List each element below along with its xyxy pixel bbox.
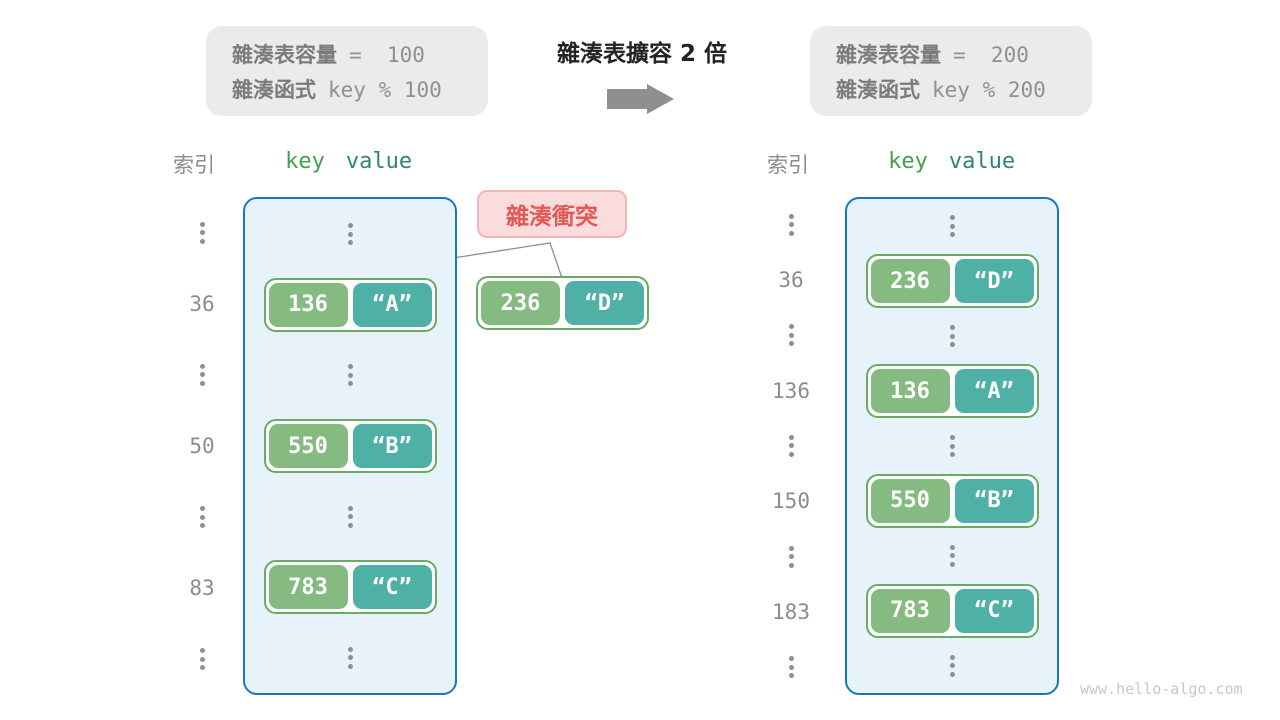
key-value-pair: 783 “C” — [263, 560, 437, 615]
capacity-line: 雜湊表容量 = 100 — [232, 39, 488, 69]
key-cell: 236 — [481, 281, 560, 325]
value-cell: “C” — [352, 565, 432, 610]
index-label: 83 — [189, 576, 215, 601]
arrow-head — [647, 84, 674, 114]
ellipsis-icon — [949, 435, 955, 457]
hash-table-after: 236 “D” 136 “A” 550 “B” 783 “C” — [845, 197, 1059, 695]
ellipsis-icon — [949, 654, 955, 677]
ellipsis-icon — [949, 544, 955, 567]
value-cell: “D” — [954, 259, 1034, 304]
ellipsis-icon — [347, 223, 353, 246]
hash-function-value: key % 200 — [932, 77, 1046, 102]
index-label: 36 — [189, 291, 215, 316]
capacity-panel-before: 雜湊表容量 = 100 雜湊函式 key % 100 — [206, 26, 488, 116]
key-value-pair: 236 “D” — [865, 254, 1039, 309]
right-index-header: 索引 — [767, 153, 809, 177]
value-cell: “B” — [352, 424, 432, 469]
left-index-header: 索引 — [173, 153, 215, 177]
key-cell: 236 — [870, 259, 950, 304]
right-key-header: key — [888, 149, 928, 174]
capacity-label: 雜湊表容量 — [836, 42, 941, 67]
ellipsis-icon — [788, 213, 794, 236]
capacity-label: 雜湊表容量 — [232, 42, 337, 67]
key-cell: 550 — [870, 478, 950, 523]
left-value-header: value — [345, 149, 413, 174]
ellipsis-icon — [949, 215, 955, 238]
index-label: 150 — [772, 489, 810, 514]
ellipsis-icon — [199, 506, 205, 529]
index-label: 50 — [189, 433, 215, 458]
capacity-line: 雜湊表容量 = 200 — [836, 39, 1092, 69]
ellipsis-icon — [199, 363, 205, 386]
value-cell: “C” — [954, 588, 1034, 633]
capacity-value: = 100 — [349, 42, 425, 67]
ellipsis-icon — [788, 656, 794, 679]
hash-function-label: 雜湊函式 — [232, 77, 316, 102]
key-value-pair: 236 “D” — [476, 276, 649, 330]
key-cell: 550 — [268, 424, 348, 469]
collision-label: 雜湊衝突 — [477, 190, 627, 238]
index-label: 136 — [772, 378, 810, 403]
key-value-pair: 136 “A” — [865, 364, 1039, 419]
value-cell: “A” — [954, 369, 1034, 414]
ellipsis-icon — [199, 648, 205, 671]
right-arrow-icon — [607, 84, 674, 114]
value-cell: “D” — [565, 281, 644, 325]
watermark: www.hello-algo.com — [1080, 680, 1243, 698]
right-value-header: value — [948, 149, 1016, 174]
capacity-panel-after: 雜湊表容量 = 200 雜湊函式 key % 200 — [810, 26, 1092, 116]
hash-table-before: 136 “A” 550 “B” 783 “C” — [243, 197, 457, 695]
left-key-header: key — [285, 149, 325, 174]
index-label: 183 — [772, 599, 810, 624]
right-index-column: 36 136 150 183 — [759, 197, 823, 695]
key-cell: 783 — [870, 588, 950, 633]
ellipsis-icon — [199, 221, 205, 244]
key-cell: 136 — [268, 282, 348, 327]
arrow-body — [607, 89, 647, 109]
key-value-pair: 136 “A” — [263, 277, 437, 332]
key-value-pair: 550 “B” — [263, 419, 437, 474]
ellipsis-icon — [788, 545, 794, 568]
capacity-value: = 200 — [953, 42, 1029, 67]
hash-function-value: key % 100 — [328, 77, 442, 102]
hash-function-line: 雜湊函式 key % 100 — [232, 74, 488, 104]
ellipsis-icon — [949, 325, 955, 348]
ellipsis-icon — [347, 505, 353, 528]
key-value-pair: 550 “B” — [865, 473, 1039, 528]
hash-function-label: 雜湊函式 — [836, 77, 920, 102]
floating-pair-container: 236 “D” — [476, 276, 649, 330]
value-cell: “B” — [954, 478, 1034, 523]
value-cell: “A” — [352, 282, 432, 327]
key-cell: 136 — [870, 369, 950, 414]
ellipsis-icon — [788, 434, 794, 457]
left-index-column: 36 50 83 — [170, 197, 234, 695]
expansion-title: 雜湊表擴容 2 倍 — [556, 41, 728, 67]
key-value-pair: 783 “C” — [865, 583, 1039, 638]
ellipsis-icon — [347, 364, 353, 387]
index-label: 36 — [778, 267, 804, 292]
key-cell: 783 — [268, 565, 348, 610]
hash-function-line: 雜湊函式 key % 200 — [836, 74, 1092, 104]
ellipsis-icon — [347, 646, 353, 669]
ellipsis-icon — [788, 324, 794, 347]
